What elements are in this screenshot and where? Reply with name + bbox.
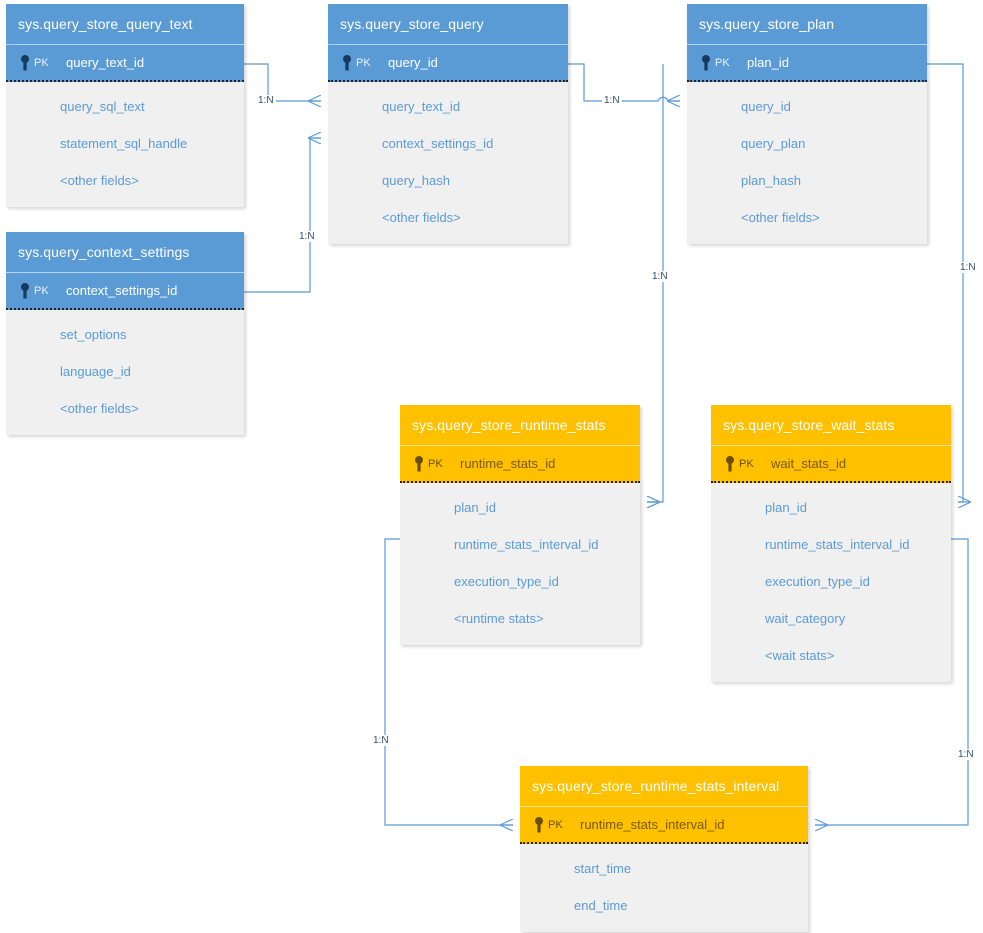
key-icon (410, 455, 428, 472)
pk-field-name: query_text_id (66, 55, 145, 70)
entity-fields: plan_id runtime_stats_interval_id executio… (711, 483, 951, 682)
entity-field[interactable]: query_id (741, 99, 791, 114)
connector-query-to-plan (568, 63, 680, 101)
primary-key-row[interactable]: PK wait_stats_id (711, 445, 951, 483)
entity-fields: query_text_id context_settings_id query_ha… (328, 82, 568, 244)
pk-field-name: context_settings_id (66, 283, 178, 298)
entity-field[interactable]: execution_type_id (454, 574, 559, 589)
entity-field[interactable]: statement_sql_handle (60, 136, 188, 151)
key-icon (16, 282, 34, 299)
entity-title: sys.query_store_runtime_stats (400, 405, 640, 445)
entity-field[interactable]: <other fields> (382, 210, 461, 225)
entity-fields: query_id query_plan plan_hash <other fields… (687, 82, 927, 244)
primary-key-row[interactable]: PK query_text_id (6, 44, 244, 82)
rel-label-text-to-query: 1:N (256, 95, 276, 106)
entity-field[interactable]: <other fields> (741, 210, 820, 225)
entity-field[interactable]: language_id (60, 364, 131, 379)
entity-field[interactable]: runtime_stats_interval_id (454, 537, 599, 552)
pk-field-name: query_id (388, 55, 438, 70)
pk-field-name: runtime_stats_interval_id (580, 817, 725, 832)
rel-label-interval-to-wait-stats: 1:N (956, 749, 976, 760)
pk-badge: PK (34, 56, 49, 69)
entity-field[interactable]: plan_id (454, 500, 496, 515)
rel-label-interval-to-runtime-stats: 1:N (371, 735, 391, 746)
entity-fields: set_options language_id <other fields> (6, 310, 244, 435)
entity-field[interactable]: execution_type_id (765, 574, 870, 589)
primary-key-row[interactable]: PK query_id (328, 44, 568, 82)
entity-field[interactable]: query_sql_text (60, 99, 145, 114)
entity-title: sys.query_store_query (328, 4, 568, 44)
entity-field[interactable]: <other fields> (60, 173, 139, 188)
entity-fields: query_sql_text statement_sql_handle <other… (6, 82, 244, 207)
rel-label-plan-to-wait-stats: 1:N (958, 262, 978, 273)
entity-title: sys.query_store_plan (687, 4, 927, 44)
entity-field[interactable]: <wait stats> (765, 648, 835, 663)
key-icon (697, 54, 715, 71)
entity-field[interactable]: plan_id (765, 500, 807, 515)
entity-field[interactable]: query_text_id (382, 99, 461, 114)
pk-field-name: runtime_stats_id (460, 456, 556, 471)
pk-badge: PK (356, 56, 371, 69)
entity-field[interactable]: <other fields> (60, 401, 139, 416)
entity-title: sys.query_store_runtime_stats_interval (520, 766, 808, 806)
pk-badge: PK (715, 56, 730, 69)
primary-key-row[interactable]: PK runtime_stats_id (400, 445, 640, 483)
pk-badge: PK (428, 457, 443, 470)
pk-badge: PK (548, 818, 563, 831)
entity-field[interactable]: context_settings_id (382, 136, 494, 151)
key-icon (530, 816, 548, 833)
primary-key-row[interactable]: PK plan_id (687, 44, 927, 82)
key-icon (721, 455, 739, 472)
entity-field[interactable]: plan_hash (741, 173, 801, 188)
entity-field[interactable]: set_options (60, 327, 127, 342)
entity-field[interactable]: query_plan (741, 136, 806, 151)
rel-label-context-to-query: 1:N (297, 231, 317, 242)
entity-title: sys.query_store_wait_stats (711, 405, 951, 445)
entity-field[interactable]: query_hash (382, 173, 450, 188)
pk-badge: PK (34, 284, 49, 297)
connector-plan-to-runtime-stats-line (647, 64, 664, 502)
entity-title: sys.query_context_settings (6, 232, 244, 272)
entity-field[interactable]: <runtime stats> (454, 611, 544, 626)
entity-field[interactable]: wait_category (765, 611, 846, 626)
entity-field[interactable]: start_time (574, 861, 632, 876)
primary-key-row[interactable]: PK context_settings_id (6, 272, 244, 310)
entity-field[interactable]: end_time (574, 898, 628, 913)
pk-field-name: plan_id (747, 55, 789, 70)
key-icon (16, 54, 34, 71)
entity-fields: plan_id runtime_stats_interval_id executio… (400, 483, 640, 645)
primary-key-row[interactable]: PK runtime_stats_interval_id (520, 806, 808, 844)
entity-field[interactable]: runtime_stats_interval_id (765, 537, 910, 552)
connector-context-to-query (244, 138, 321, 293)
pk-field-name: wait_stats_id (771, 456, 847, 471)
rel-label-query-to-plan: 1:N (602, 95, 622, 106)
entity-title: sys.query_store_query_text (6, 4, 244, 44)
pk-badge: PK (739, 457, 754, 470)
entity-fields: start_time end_time (520, 844, 808, 932)
key-icon (338, 54, 356, 71)
rel-label-plan-to-runtime-stats: 1:N (650, 271, 670, 282)
